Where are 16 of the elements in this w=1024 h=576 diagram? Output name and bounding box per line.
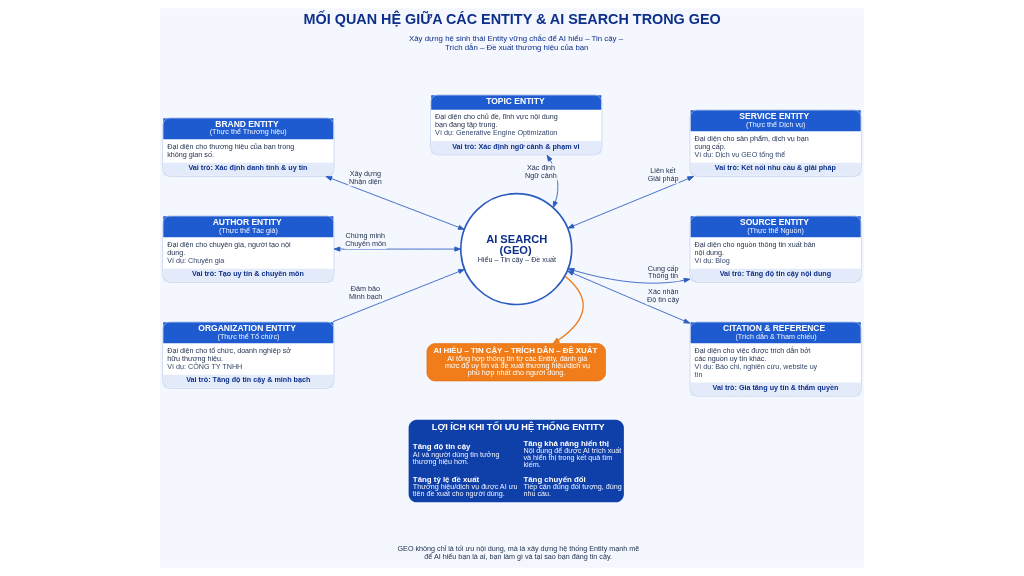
diagram-title: MỐI QUAN HỆ GIỮA CÁC ENTITY & AI SEARCH TRONG GEO xyxy=(303,11,721,28)
edge-label: Xây dựng Nhận diện xyxy=(349,168,382,186)
arrow xyxy=(325,176,465,230)
edge-label: Xác nhận Độ tin cậy xyxy=(647,287,680,304)
edge-label: Liên kết Giải pháp xyxy=(647,166,679,183)
arrow xyxy=(567,268,691,284)
edge-label: Chứng minh Chuyên môn xyxy=(345,231,386,249)
edge-label: Cung cấp Thông tin xyxy=(647,263,679,281)
edge-label: Xác định Ngữ cảnh xyxy=(525,162,557,180)
arrow xyxy=(333,246,462,252)
arrow xyxy=(551,275,584,345)
arrow xyxy=(332,269,465,323)
arrow xyxy=(567,176,695,229)
arrow xyxy=(567,270,691,324)
edge-label: Đảm bảo Minh bạch xyxy=(349,284,383,302)
caption: GEO không chỉ là tối ưu nội dung, mà là xây dựng hệ thống Entity mạnh mẽ để AI hiểu bạn là ai, bạn làm gì và tại sao bạn đáng tin cậy. xyxy=(397,544,640,562)
